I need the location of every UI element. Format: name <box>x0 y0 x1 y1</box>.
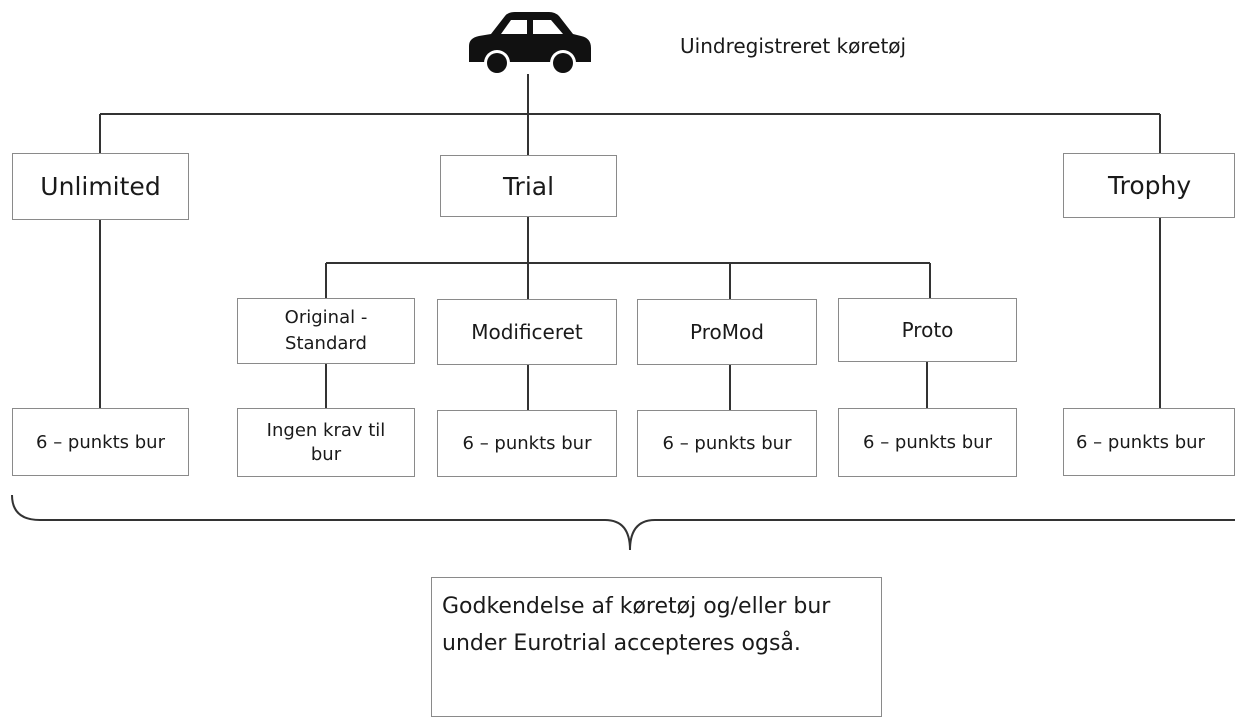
cage-proto-text: 6 – punkts bur <box>863 432 992 453</box>
subclass-promod-label: ProMod <box>690 320 764 344</box>
group-brace <box>11 494 1235 551</box>
subclass-modificeret-label: Modificeret <box>471 320 583 344</box>
class-trophy: Trophy <box>1063 153 1235 218</box>
class-unlimited-label: Unlimited <box>40 172 161 201</box>
class-trophy-label: Trophy <box>1108 171 1192 200</box>
cage-trophy: 6 – punkts bur <box>1063 408 1235 476</box>
subclass-original-line1: Original - <box>284 307 368 328</box>
cage-promod: 6 – punkts bur <box>637 410 817 477</box>
subclass-proto: Proto <box>838 298 1017 362</box>
cage-proto: 6 – punkts bur <box>838 408 1017 477</box>
cage-original-standard: Ingen krav til bur <box>237 408 415 477</box>
cage-promod-text: 6 – punkts bur <box>662 433 792 454</box>
eurotrial-note: Godkendelse af køretøj og/eller bur unde… <box>431 577 882 717</box>
subclass-original-standard: Original - Standard <box>237 298 415 364</box>
cage-unlimited: 6 – punkts bur <box>12 408 189 476</box>
cage-unlimited-text: 6 – punkts bur <box>36 431 165 453</box>
cage-trophy-text: 6 – punkts bur <box>1076 431 1205 453</box>
subclass-original-line2: Standard <box>285 333 367 354</box>
class-trial: Trial <box>440 155 617 217</box>
cage-original-line1: Ingen krav til <box>266 419 386 441</box>
cage-original-line2: bur <box>310 443 342 465</box>
class-unlimited: Unlimited <box>12 153 189 220</box>
root-title: Uindregistreret køretøj <box>680 34 907 58</box>
car-icon <box>469 12 591 76</box>
connector-lines <box>11 74 1235 551</box>
class-trial-label: Trial <box>502 171 555 201</box>
cage-modificeret: 6 – punkts bur <box>437 410 617 477</box>
subclass-proto-label: Proto <box>901 318 954 342</box>
subclass-promod: ProMod <box>637 299 817 365</box>
cage-modificeret-text: 6 – punkts bur <box>462 433 592 454</box>
subclass-modificeret: Modificeret <box>437 299 617 365</box>
